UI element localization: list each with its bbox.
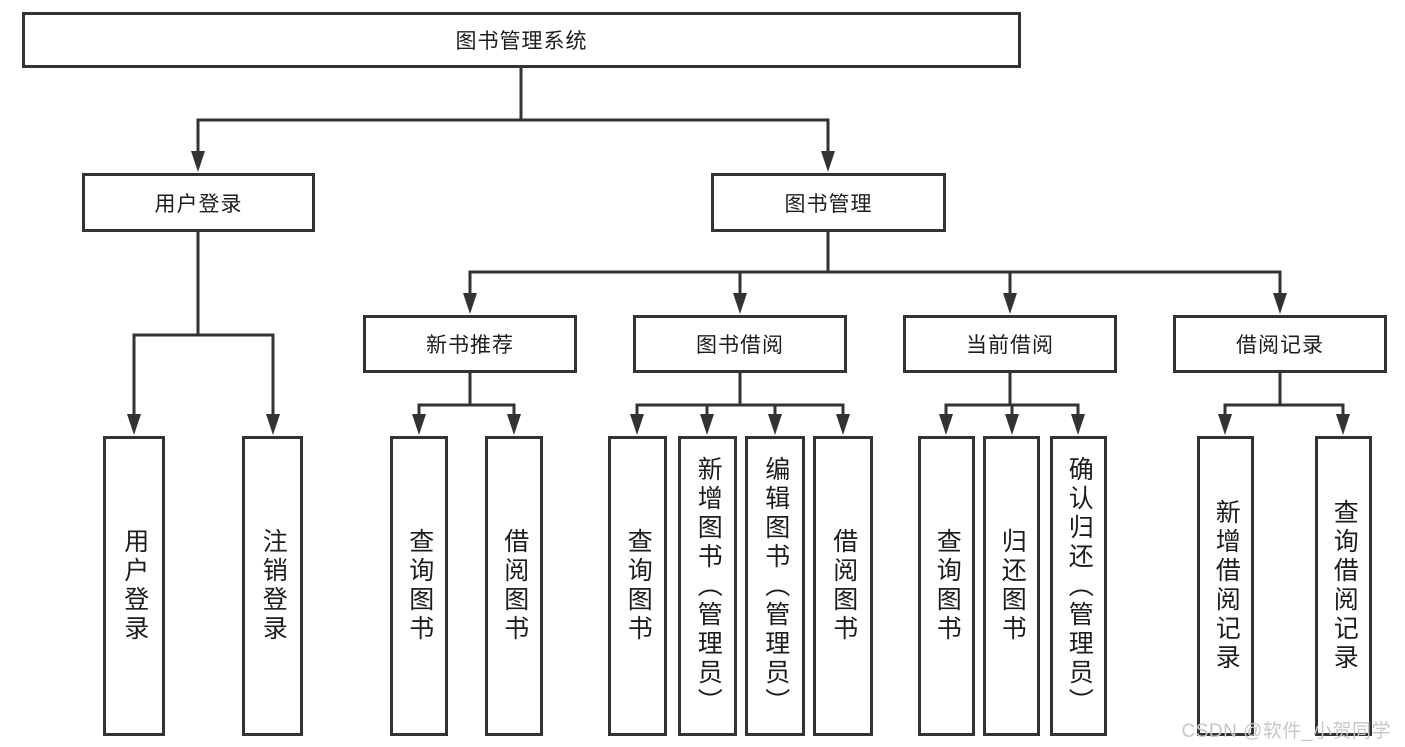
node-label: 用户登录 — [154, 192, 243, 216]
node-label: 归还图书 — [998, 528, 1027, 644]
csdn-watermark: CSDN @软件_小贺同学 — [1181, 721, 1391, 742]
node-book-management-branch: 图书管理 — [711, 173, 946, 232]
node-label: 新书推荐 — [426, 334, 514, 357]
node-label: 查询图书 — [405, 528, 434, 644]
node-label: 查询图书 — [933, 528, 962, 644]
node-book-management-system: 图书管理系统 — [22, 12, 1021, 68]
node-label: 新增借阅记录 — [1212, 499, 1241, 673]
node-label: 确认归还（管理员） — [1065, 455, 1094, 717]
leaf-return-books: 归还图书 — [983, 436, 1040, 736]
node-current-borrowing: 当前借阅 — [903, 315, 1117, 373]
leaf-add-books-admin: 新增图书（管理员） — [678, 436, 737, 736]
node-label: 查询图书 — [624, 528, 653, 644]
node-label: 图书管理 — [784, 192, 873, 216]
node-book-borrowing: 图书借阅 — [633, 315, 847, 373]
node-label: 编辑图书（管理员） — [761, 455, 790, 717]
node-label: 当前借阅 — [966, 334, 1054, 357]
node-borrowing-records: 借阅记录 — [1173, 315, 1387, 373]
node-label: 借阅记录 — [1236, 334, 1324, 357]
leaf-query-books-under-borrowing: 查询图书 — [608, 436, 667, 736]
node-label: 图书借阅 — [696, 334, 784, 357]
leaf-logout: 注销登录 — [242, 436, 303, 736]
leaf-user-login: 用户登录 — [103, 436, 165, 736]
leaf-confirm-return-admin: 确认归还（管理员） — [1050, 436, 1107, 736]
node-label: 借阅图书 — [500, 528, 529, 644]
leaf-edit-books-admin: 编辑图书（管理员） — [745, 436, 805, 736]
leaf-borrow-books-under-borrowing: 借阅图书 — [813, 436, 873, 736]
node-label: 新增图书（管理员） — [694, 455, 723, 717]
leaf-query-books-under-recommendation: 查询图书 — [390, 436, 448, 736]
node-label: 注销登录 — [259, 528, 288, 644]
node-label: 图书管理系统 — [455, 30, 588, 53]
node-label: 借阅图书 — [829, 528, 858, 644]
leaf-borrow-books-under-recommendation: 借阅图书 — [485, 436, 543, 736]
node-label: 查询借阅记录 — [1330, 499, 1359, 673]
leaf-query-books-under-current: 查询图书 — [918, 436, 975, 736]
node-new-book-recommendation: 新书推荐 — [363, 315, 577, 373]
leaf-add-borrow-record: 新增借阅记录 — [1197, 436, 1254, 736]
node-label: 用户登录 — [120, 528, 149, 644]
node-user-login-branch: 用户登录 — [82, 173, 315, 232]
leaf-query-borrow-record: 查询借阅记录 — [1315, 436, 1372, 736]
